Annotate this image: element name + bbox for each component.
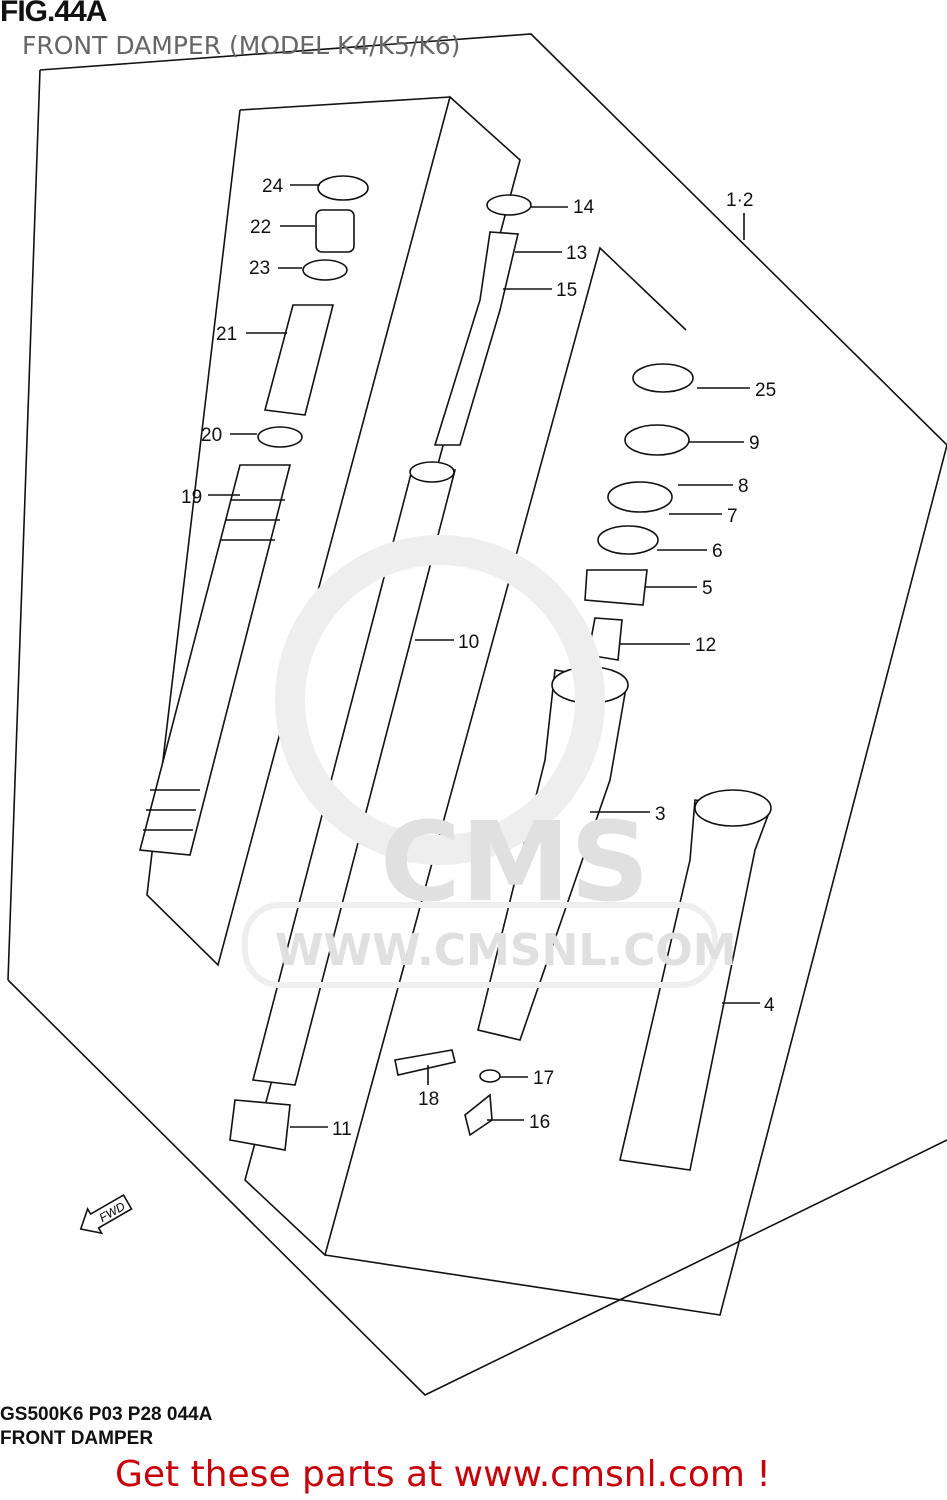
cap-24 xyxy=(317,175,369,201)
callout-20: 20 xyxy=(201,425,222,446)
callout-23: 23 xyxy=(249,258,270,279)
callout-19: 19 xyxy=(181,487,202,508)
bolt-16 xyxy=(464,1093,493,1137)
damper-rod-13 xyxy=(433,231,519,446)
ring-14 xyxy=(486,194,532,216)
assembly-outlines xyxy=(7,33,947,1396)
callout-3: 3 xyxy=(655,804,666,825)
callout-10: 10 xyxy=(458,632,479,653)
o-ring-23 xyxy=(302,259,348,281)
parts xyxy=(138,175,772,1171)
bushing-11 xyxy=(229,1099,291,1151)
callout-labels: 24 22 23 21 20 19 14 13 15 1·2 25 9 8 7 … xyxy=(181,176,776,1140)
leader-lines xyxy=(208,184,760,1128)
diagram-name: FRONT DAMPER xyxy=(0,1428,154,1449)
spacer-21 xyxy=(263,304,335,416)
spring-19 xyxy=(138,464,292,856)
guide-5 xyxy=(584,569,648,606)
washer-6 xyxy=(597,525,659,555)
callout-1-2: 1·2 xyxy=(726,190,753,211)
washer-17 xyxy=(479,1069,501,1083)
callout-21: 21 xyxy=(216,324,237,345)
callout-16: 16 xyxy=(529,1112,550,1133)
dust-seal-25 xyxy=(632,363,694,393)
callout-22: 22 xyxy=(250,217,271,238)
callout-24: 24 xyxy=(262,176,284,197)
callout-13: 13 xyxy=(566,243,587,264)
diagram-subtitle: FRONT DAMPER (MODEL K4/K5/K6) xyxy=(22,31,461,60)
callout-17: 17 xyxy=(533,1068,554,1089)
stopper-7 xyxy=(607,481,673,513)
callout-14: 14 xyxy=(573,197,595,218)
washer-20 xyxy=(257,426,303,448)
callout-11: 11 xyxy=(332,1119,352,1140)
callout-5: 5 xyxy=(702,578,713,599)
callout-25: 25 xyxy=(755,380,776,401)
figure-number: FIG.44A xyxy=(0,0,107,28)
callout-8: 8 xyxy=(738,476,749,497)
promo-link[interactable]: Get these parts at www.cmsnl.com ! xyxy=(115,1454,771,1495)
callout-6: 6 xyxy=(712,541,723,562)
oil-seal-9 xyxy=(624,424,690,456)
callout-15: 15 xyxy=(556,280,577,301)
bolt-18 xyxy=(394,1049,456,1076)
callout-12: 12 xyxy=(695,635,716,656)
bolt-22 xyxy=(315,209,355,253)
diagram-code: GS500K6 P03 P28 044A xyxy=(0,1404,213,1425)
watermark: CMS WWW.CMSNL.COM xyxy=(242,535,737,988)
fwd-arrow-icon: FWD xyxy=(79,1193,133,1235)
callout-18: 18 xyxy=(418,1089,439,1110)
watermark-url: WWW.CMSNL.COM xyxy=(275,925,737,976)
callout-7: 7 xyxy=(727,506,738,527)
callout-9: 9 xyxy=(749,433,760,454)
callout-4: 4 xyxy=(764,995,775,1016)
